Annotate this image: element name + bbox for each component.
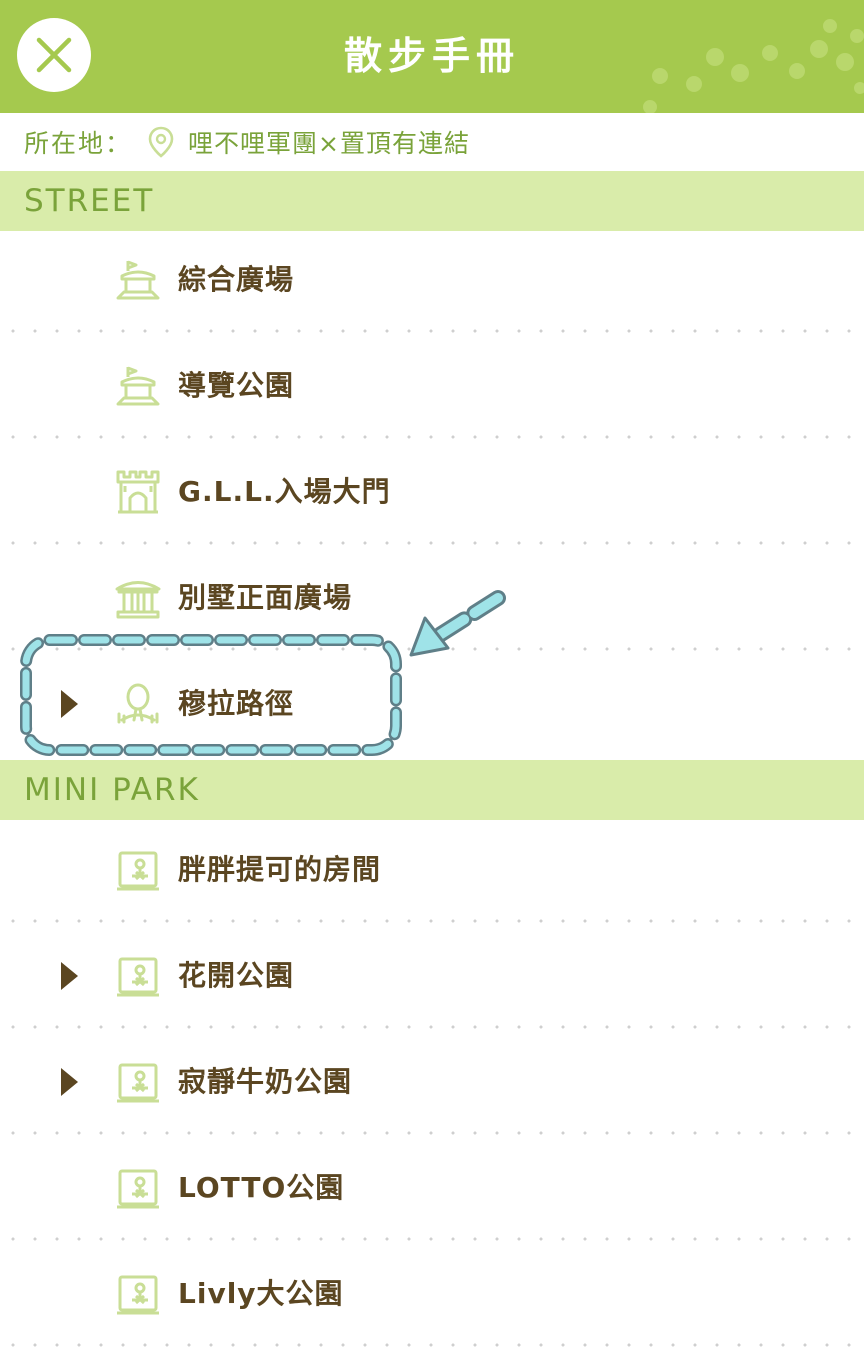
section-header-street: STREET	[0, 171, 864, 231]
header-bar: 散步手冊	[0, 0, 864, 113]
section-header-mini-park: MINI PARK	[0, 760, 864, 820]
item-label: 綜合廣場	[178, 263, 295, 296]
park-map-icon	[117, 1169, 159, 1209]
list-item-guide-park[interactable]: 導覽公園	[0, 333, 864, 439]
temple-icon	[115, 581, 161, 619]
list-item-lotto-park[interactable]: LOTTO公園	[0, 1135, 864, 1241]
page-title: 散步手冊	[343, 34, 520, 78]
item-label: 導覽公園	[178, 369, 295, 402]
section-title: MINI PARK	[24, 772, 200, 808]
section-title: STREET	[24, 183, 155, 219]
list-item-mura-path[interactable]: 穆拉路徑	[0, 651, 864, 757]
list-item-livly-park[interactable]: Livly大公園	[0, 1241, 864, 1347]
divider	[0, 1131, 864, 1135]
plaza-icon	[116, 366, 160, 406]
divider	[0, 435, 864, 439]
item-label: Livly大公園	[178, 1277, 344, 1310]
close-button[interactable]	[17, 18, 91, 92]
park-map-icon	[117, 1275, 159, 1315]
expand-arrow-icon[interactable]	[61, 690, 78, 718]
park-map-icon	[117, 1063, 159, 1103]
location-pin-icon	[148, 126, 174, 158]
park-map-icon	[117, 851, 159, 891]
item-label: G.L.L.入場大門	[178, 475, 391, 508]
divider	[0, 1025, 864, 1029]
list-item-silent-milk-park[interactable]: 寂靜牛奶公園	[0, 1029, 864, 1135]
divider	[0, 919, 864, 923]
list-item-gll-gate[interactable]: G.L.L.入場大門	[0, 439, 864, 545]
list-item-fat-tico-room[interactable]: 胖胖提可的房間	[0, 817, 864, 923]
list-item-plaza[interactable]: 綜合廣場	[0, 227, 864, 333]
close-icon	[36, 37, 72, 73]
tree-path-icon	[117, 683, 159, 724]
divider	[0, 329, 864, 333]
list-item-flower-park[interactable]: 花開公園	[0, 923, 864, 1029]
location-label: 所在地：	[24, 129, 133, 158]
location-value: 哩不哩軍團×置頂有連結	[188, 129, 470, 158]
location-bar: 所在地： 哩不哩軍團×置頂有連結	[0, 113, 864, 171]
divider	[0, 541, 864, 545]
item-label: 花開公園	[178, 959, 295, 992]
item-label: 穆拉路徑	[178, 687, 295, 720]
divider	[0, 1237, 864, 1241]
item-label: LOTTO公園	[178, 1171, 345, 1204]
expand-arrow-icon[interactable]	[61, 1068, 78, 1096]
item-label: 別墅正面廣場	[178, 581, 353, 614]
park-map-icon	[117, 957, 159, 997]
list-item-villa-plaza[interactable]: 別墅正面廣場	[0, 545, 864, 651]
item-label: 寂靜牛奶公園	[178, 1065, 353, 1098]
divider	[0, 1343, 864, 1347]
header-decoration	[643, 19, 864, 113]
plaza-icon	[116, 260, 160, 300]
item-label: 胖胖提可的房間	[178, 853, 382, 886]
expand-arrow-icon[interactable]	[61, 962, 78, 990]
castle-gate-icon	[116, 470, 160, 514]
